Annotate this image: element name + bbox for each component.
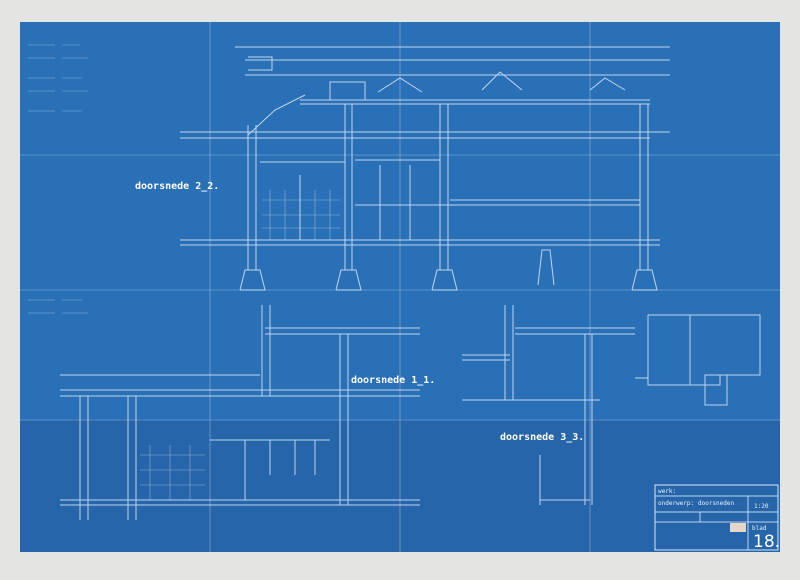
blad-label: blad — [752, 525, 767, 532]
key-plan — [635, 314, 761, 406]
werk-label: werk: — [658, 488, 676, 495]
section-label-1-1: doorsnede 1_1. — [351, 375, 435, 386]
section-2-2-drawing — [180, 46, 670, 291]
section-label-3-3: doorsnede 3_3. — [500, 432, 584, 443]
sheet-number: 18. — [753, 532, 780, 552]
section-label-2-2: doorsnede 2_2. — [135, 181, 219, 192]
title-block — [654, 484, 779, 551]
onderwerp-value: doorsneden — [698, 500, 735, 507]
hatching — [262, 190, 340, 240]
onderwerp-label: onderwerp: — [658, 500, 694, 507]
hatching-1-1 — [140, 445, 205, 500]
left-notes — [28, 44, 88, 314]
section-3-3-drawing — [462, 305, 635, 505]
scale-value: 1:20 — [754, 503, 769, 510]
section-1-1-drawing — [60, 305, 420, 520]
